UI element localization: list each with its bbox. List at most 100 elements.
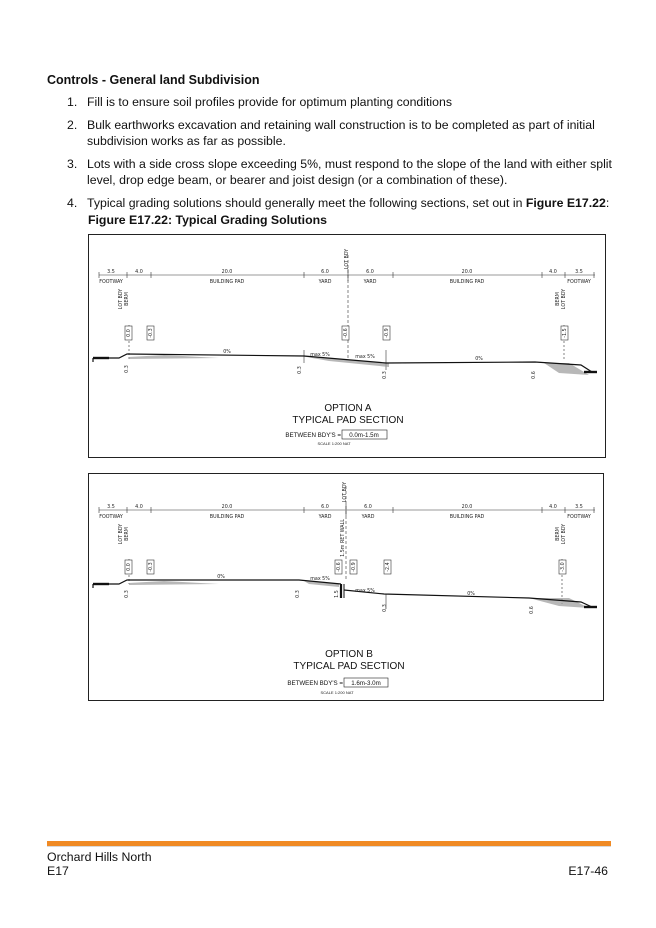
zone-label-building-pad: BUILDING PAD — [450, 514, 485, 520]
depth-value: 0.3 — [295, 590, 301, 598]
between-value: 0.0m-1.5m — [349, 432, 379, 439]
depth-value: 0.3 — [382, 604, 388, 612]
dimension-label: 20.0 — [462, 504, 473, 510]
depth-value: 0.3 — [297, 366, 303, 374]
scale-note: SCALE 1:200 NAT — [320, 690, 354, 695]
list-number: 4. — [67, 196, 78, 210]
footer-rule-shadow — [47, 846, 611, 847]
dimension-label: 4.0 — [549, 269, 557, 275]
slope-label: 0% — [475, 356, 483, 362]
dimension-label: 6.0 — [321, 504, 329, 510]
level-value: -0.3 — [148, 328, 154, 337]
dimension-label: 6.0 — [321, 269, 329, 275]
footer-rule — [47, 841, 611, 846]
dimension-label: 3.5 — [107, 504, 115, 510]
list-number: 2. — [67, 118, 78, 132]
list-item: 4. Typical grading solutions should gener… — [47, 195, 617, 211]
zone-label-yard: YARD — [318, 279, 332, 285]
dimension-label: 6.0 — [364, 504, 372, 510]
depth-value: 0.6 — [529, 606, 535, 614]
slope-label: 0% — [223, 349, 231, 355]
list-item: 3. Lots with a side cross slope exceeding… — [47, 156, 617, 188]
figure-title: Figure E17.22: Typical Grading Solutions — [88, 213, 327, 227]
between-label: BETWEEN BDY'S = — [285, 432, 341, 439]
footer-title: Orchard Hills North — [47, 850, 152, 864]
berm-label: BERM — [124, 527, 130, 541]
controls-list: 1. Fill is to ensure soil profiles provid… — [47, 94, 617, 218]
list-item: 2. Bulk earthworks excavation and retaini… — [47, 117, 617, 149]
slope-label: 0% — [467, 591, 475, 597]
dimension-label: 4.0 — [135, 269, 143, 275]
zone-label-building-pad: BUILDING PAD — [210, 514, 245, 520]
retaining-wall-label: 1.5m RET WALL — [340, 519, 346, 557]
level-value: -0.9 — [351, 562, 357, 571]
dimension-label: 20.0 — [462, 269, 473, 275]
option-subtitle: TYPICAL PAD SECTION — [293, 661, 404, 672]
lot-boundary-label: LOT BDY — [118, 524, 124, 544]
option-b-drawing: 3.5 4.0 20.0 6.0 6.0 20.0 4.0 3.5 FOOTWA… — [88, 473, 604, 701]
lot-boundary-label: LOT BDY — [342, 482, 348, 502]
dimension-label: 20.0 — [222, 504, 233, 510]
zone-label-footway: FOOTWAY — [567, 279, 591, 285]
zone-label-footway: FOOTWAY — [99, 514, 123, 520]
scale-note: SCALE 1:200 NAT — [317, 441, 351, 446]
between-value: 1.6m-3.0m — [351, 680, 381, 687]
dimension-label: 6.0 — [366, 269, 374, 275]
dimension-label: 3.5 — [575, 269, 583, 275]
zone-label-yard: YARD — [318, 514, 332, 520]
section-heading: Controls - General land Subdivision — [47, 73, 260, 87]
berm-label: BERM — [555, 292, 561, 306]
between-label: BETWEEN BDY'S = — [287, 680, 343, 687]
slope-label: max 5% — [355, 354, 375, 360]
footer-chapter: E17 — [47, 864, 69, 878]
zone-label-yard: YARD — [361, 514, 375, 520]
dimension-label: 3.5 — [107, 269, 115, 275]
level-value: -1.5 — [562, 328, 568, 337]
zone-label-yard: YARD — [363, 279, 377, 285]
list-number: 3. — [67, 157, 78, 171]
depth-value: 0.3 — [124, 590, 130, 598]
zone-label-footway: FOOTWAY — [567, 514, 591, 520]
slope-label: max 5% — [355, 588, 375, 594]
level-value: 0.0 — [126, 329, 132, 337]
level-value: -0.6 — [343, 328, 349, 337]
lot-boundary-label: LOT BDY — [118, 289, 124, 309]
option-title: OPTION A — [324, 403, 372, 414]
level-value: -0.9 — [384, 328, 390, 337]
dimension-label: 20.0 — [222, 269, 233, 275]
list-text: Typical grading solutions should general… — [87, 196, 526, 210]
berm-label: BERM — [555, 527, 561, 541]
list-text: Bulk earthworks excavation and retaining… — [87, 118, 595, 148]
level-value: -0.6 — [336, 562, 342, 571]
zone-label-building-pad: BUILDING PAD — [210, 279, 245, 285]
level-value: 0.0 — [126, 563, 132, 571]
option-a-drawing: 3.5 4.0 20.0 6.0 6.0 20.0 4.0 3.5 FOOTWA… — [88, 234, 606, 458]
list-text-end: : — [605, 196, 610, 210]
list-number: 1. — [67, 95, 78, 109]
page-number: E17-46 — [568, 864, 608, 878]
depth-value: 0.3 — [382, 371, 388, 379]
dimension-label: 4.0 — [549, 504, 557, 510]
list-item: 1. Fill is to ensure soil profiles provid… — [47, 94, 617, 110]
level-value: -3.0 — [560, 562, 566, 571]
figure-reference: Figure E17.22 — [525, 196, 606, 210]
zone-label-building-pad: BUILDING PAD — [450, 279, 485, 285]
zone-label-footway: FOOTWAY — [99, 279, 123, 285]
level-value: -2.4 — [385, 562, 391, 571]
lot-boundary-label: LOT BDY — [344, 249, 350, 269]
list-text: Lots with a side cross slope exceeding 5… — [87, 157, 612, 187]
depth-value: 0.6 — [531, 371, 537, 379]
slope-label: 0% — [217, 574, 225, 580]
dimension-label: 3.5 — [575, 504, 583, 510]
dimension-label: 4.0 — [135, 504, 143, 510]
option-title: OPTION B — [325, 649, 373, 660]
option-subtitle: TYPICAL PAD SECTION — [292, 415, 403, 426]
lot-boundary-label: LOT BDY — [561, 289, 567, 309]
lot-boundary-label: LOT BDY — [561, 524, 567, 544]
level-value: -0.3 — [148, 562, 154, 571]
slope-label: max 5% — [310, 576, 330, 582]
slope-label: max 5% — [310, 352, 330, 358]
list-text: Fill is to ensure soil profiles provide … — [87, 95, 452, 109]
depth-value: 1.5 — [334, 590, 340, 598]
depth-value: 0.3 — [124, 365, 130, 373]
